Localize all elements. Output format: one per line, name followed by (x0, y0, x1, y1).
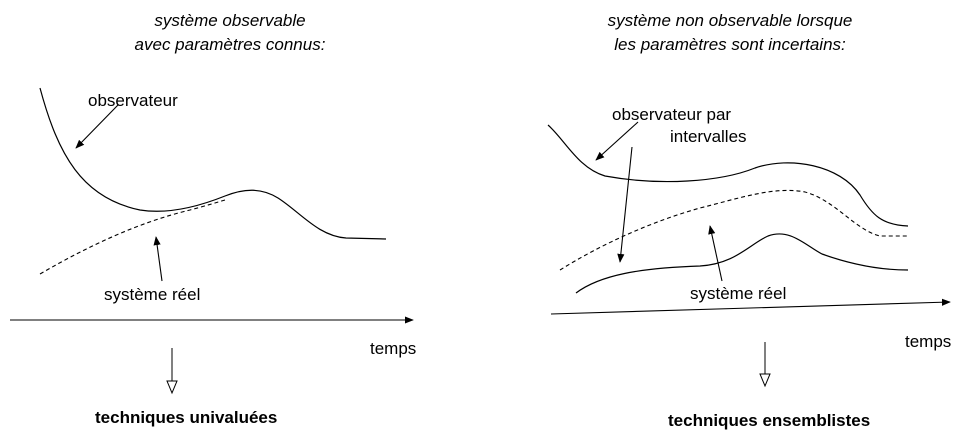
left-observer-curve (39, 87, 387, 240)
right-real-system-pointer-arrow (708, 225, 723, 282)
right-observer-lower-bound (575, 233, 909, 294)
left-time-label: temps (370, 339, 417, 358)
right-observer-pointer-arrow-upper (595, 121, 639, 161)
left-title-line-1: système observable (154, 11, 306, 30)
right-observer-pointer-arrow-lower (617, 146, 633, 263)
right-title-line-2: les paramètres sont incertains: (614, 35, 846, 54)
left-real-system-pointer-arrow (153, 236, 163, 282)
right-conclusion-label: techniques ensemblistes (668, 411, 871, 430)
left-observer-pointer-arrow (75, 104, 119, 149)
right-observer-label-line-2: intervalles (670, 127, 747, 146)
right-title-line-1: système non observable lorsque (607, 11, 853, 30)
left-down-arrow-head (166, 380, 178, 395)
right-real-system-curve (559, 189, 908, 271)
right-down-arrow-head (759, 373, 771, 388)
right-observer-upper-bound (547, 124, 909, 227)
right-time-label: temps (905, 332, 952, 351)
left-real-system-label: système réel (104, 285, 201, 304)
right-observer-label-line-1: observateur par (612, 105, 732, 124)
left-title-line-2: avec paramètres connus: (134, 35, 326, 54)
left-conclusion-label: techniques univaluées (95, 408, 278, 427)
right-time-axis (550, 298, 951, 315)
left-observer-label: observateur (88, 91, 178, 110)
right-real-system-label: système réel (690, 284, 787, 303)
left-real-system-curve (39, 199, 226, 275)
